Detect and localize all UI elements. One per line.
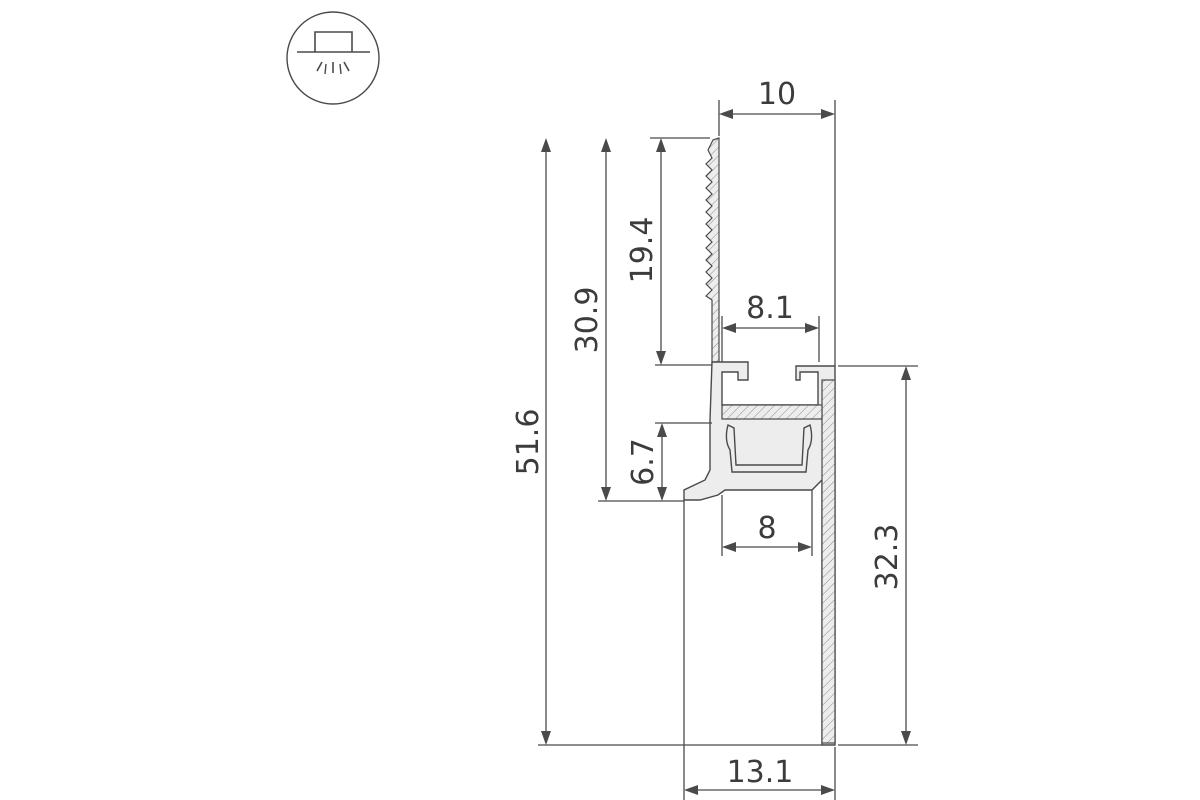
- dim-top-width: 10: [718, 77, 836, 366]
- profile-channel-base: [721, 404, 823, 420]
- profile-flange: [705, 137, 720, 363]
- dim-flange-height-label: 19.4: [625, 217, 660, 284]
- dim-flange-height: 19.4: [625, 137, 712, 366]
- dim-lip-height: 6.7: [626, 422, 712, 501]
- dim-wall-height-label: 32.3: [870, 524, 905, 591]
- aluminium-profile: [683, 137, 836, 746]
- dim-total-height: 51.6: [511, 138, 822, 746]
- dim-diffuser-width-label: 8: [757, 511, 776, 546]
- dim-bottom-width: 13.1: [683, 500, 836, 800]
- dim-inner-channel-width-label: 8.1: [746, 291, 794, 326]
- dim-inner-channel-width: 8.1: [721, 291, 820, 362]
- dim-lip-height-label: 6.7: [626, 438, 661, 486]
- dim-wall-height: 32.3: [838, 365, 918, 746]
- profile-body: [683, 361, 836, 746]
- dim-total-height-label: 51.6: [511, 409, 546, 476]
- dim-diffuser-width: 8: [721, 490, 813, 556]
- diffuser: [725, 423, 813, 473]
- dim-channel-depth: 30.9: [570, 138, 684, 502]
- dim-channel-depth-label: 30.9: [570, 287, 605, 354]
- dim-bottom-width-label: 13.1: [727, 755, 794, 790]
- recessed-ceiling-light-icon: [286, 11, 380, 105]
- profile-wall: [821, 379, 836, 744]
- dim-top-width-label: 10: [758, 77, 796, 112]
